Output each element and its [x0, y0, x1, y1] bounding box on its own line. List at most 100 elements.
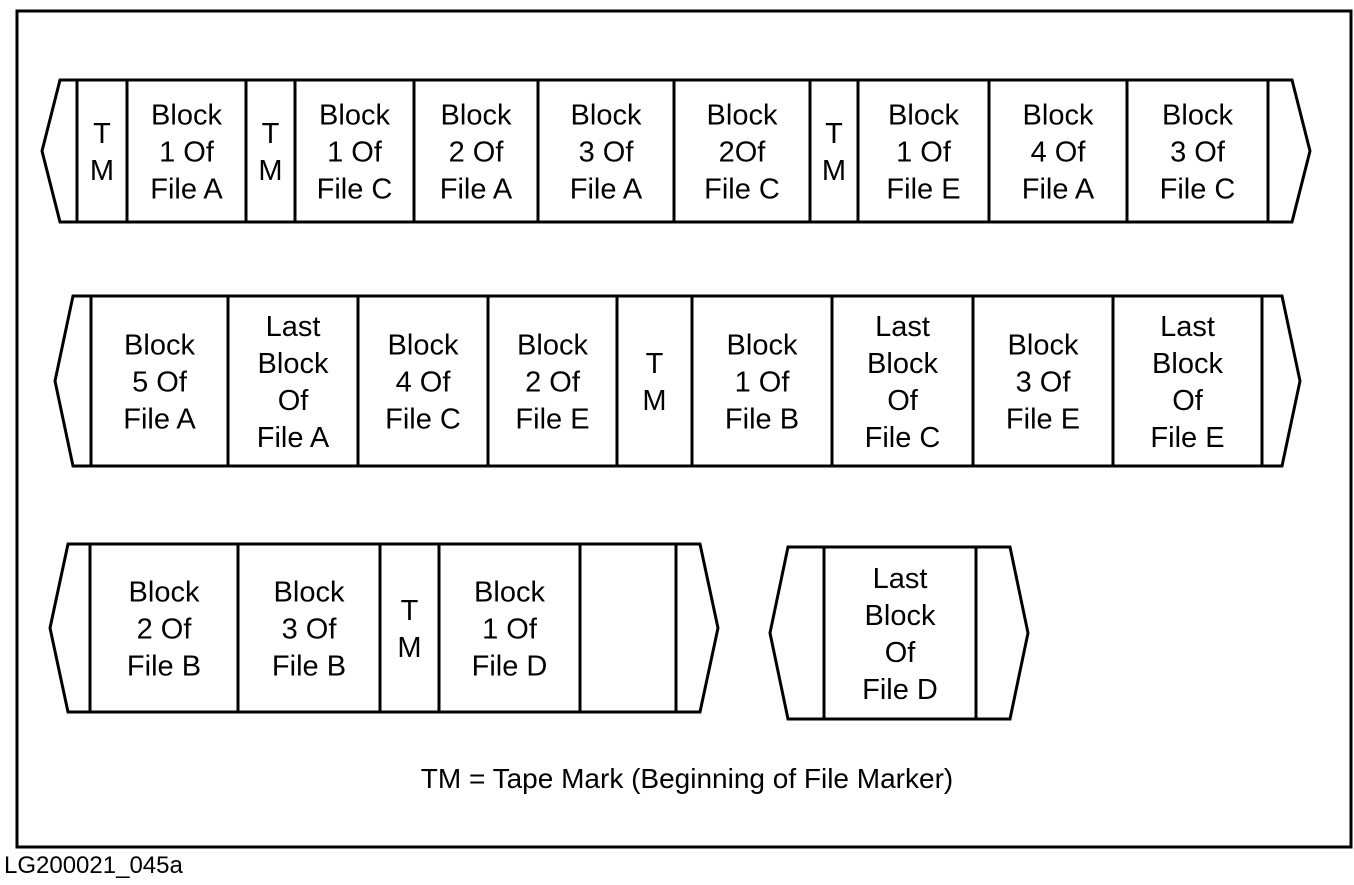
block-cell-label: File A [1022, 173, 1095, 205]
block-cell-label: 1 Of [735, 366, 791, 398]
block-cell-label: 3 Of [282, 613, 338, 645]
block-cell-label: 3 Of [1016, 366, 1072, 398]
block-cell: Block 2 Of File A [440, 99, 513, 205]
tape-row-3a: Block 2 Of File B Block 3 Of File B TM Block 1 O… [48, 542, 720, 714]
block-cell-label: Block [888, 99, 959, 131]
block-cell-label: Block [151, 99, 222, 131]
block-cell-label: 3 Of [1170, 136, 1226, 168]
block-cell-label: File C [317, 173, 393, 205]
tape-left-torn-edge [768, 545, 824, 721]
block-cell-label: Of [885, 637, 917, 669]
block-cell-label: Block [388, 329, 459, 361]
block-cell: Block 1 Of File E [886, 99, 960, 205]
block-cell-label: File C [1160, 173, 1236, 205]
tape-mark-cell-label: T [262, 118, 280, 150]
block-cell-label: Block [1008, 329, 1079, 361]
block-cell-label: Block [867, 348, 938, 380]
block-cell-label: 2 Of [525, 366, 581, 398]
block-cell-label: Block [517, 329, 588, 361]
block-cell-label: Block [1152, 348, 1223, 380]
tape-mark-cell-label: M [90, 155, 114, 187]
block-cell: Block 1 Of File A [150, 99, 223, 205]
block-cell-label: Of [887, 385, 919, 417]
block-cell-label: Of [278, 385, 310, 417]
block-cell-label: Block [474, 576, 545, 608]
tape-right-torn-edge [1262, 294, 1302, 468]
tape-mark-cell: TM [397, 595, 421, 664]
tape-mark-cell: TM [822, 118, 846, 187]
block-cell-label: Block [1023, 99, 1094, 131]
block-cell-label: File C [704, 173, 780, 205]
tape-mark-cell-label: T [646, 348, 664, 380]
block-cell-label: File C [385, 403, 461, 435]
block-cell-label: 1 Of [896, 136, 952, 168]
block-cell-label: File A [150, 173, 223, 205]
block-cell-label: Of [1172, 385, 1204, 417]
block-cell-label: Block [319, 99, 390, 131]
tape-mark-cell-label: M [397, 632, 421, 664]
block-cell-label: Block [1162, 99, 1233, 131]
block-cell: Block 3 Of File E [1006, 329, 1080, 435]
block-cell-label: Block [707, 99, 778, 131]
block-cell-label: File A [123, 403, 196, 435]
block-cell-label: Block [258, 348, 329, 380]
block-cell-label: File A [570, 173, 643, 205]
block-cell-label: File B [127, 650, 201, 682]
block-cell: Block 1 Of File C [317, 99, 393, 205]
block-cell-label: File B [272, 650, 346, 682]
block-cell-label: 4 Of [1031, 136, 1087, 168]
legend-text: TM = Tape Mark (Beginning of File Marker… [421, 763, 953, 794]
tape-left-torn-edge [40, 78, 77, 224]
block-cell-label: File D [862, 674, 938, 706]
block-cell-label: File A [440, 173, 513, 205]
block-cell-label: Block [124, 329, 195, 361]
block-cell: Block 4 Of File C [385, 329, 461, 435]
tape-right-torn-edge [676, 542, 720, 714]
block-cell-label: Block [571, 99, 642, 131]
tape-mark-cell: TM [642, 348, 666, 417]
block-cell-label: 1 Of [159, 136, 215, 168]
block-cell: Block 3 Of File A [570, 99, 643, 205]
tape-mark-cell-label: M [822, 155, 846, 187]
block-cell-label: File D [472, 650, 548, 682]
block-cell-label: Last [875, 311, 930, 343]
block-cell-label: Block [441, 99, 512, 131]
block-cell-label: File C [865, 422, 941, 454]
block-cell-label: 2 Of [137, 613, 193, 645]
tape-mark-cell: TM [90, 118, 114, 187]
block-cell-label: 3 Of [579, 136, 635, 168]
block-cell-label: File E [515, 403, 589, 435]
block-cell-label: 2 Of [449, 136, 505, 168]
block-cell-label: File E [1150, 422, 1224, 454]
block-cell-label: Last [873, 563, 928, 595]
block-cell: Block 1 Of File D [472, 576, 548, 682]
tape-mark-cell-label: M [258, 155, 282, 187]
block-cell-label: 1 Of [327, 136, 383, 168]
block-cell-label: File E [886, 173, 960, 205]
block-cell-label: Block [129, 576, 200, 608]
block-cell: Block 3 Of File B [272, 576, 346, 682]
tape-mark-cell: TM [258, 118, 282, 187]
block-cell-label: 2Of [719, 136, 767, 168]
block-cell-label: Block [274, 576, 345, 608]
block-cell-label: 4 Of [396, 366, 452, 398]
block-cell-label: Block [727, 329, 798, 361]
block-cell-label: File A [257, 422, 330, 454]
tape-mark-cell-label: M [642, 385, 666, 417]
tape-left-torn-edge [53, 294, 91, 468]
tape-mark-cell-label: T [93, 118, 111, 150]
block-cell-label: File E [1006, 403, 1080, 435]
tape-mark-cell-label: T [401, 595, 419, 627]
block-cell-label: 1 Of [482, 613, 538, 645]
